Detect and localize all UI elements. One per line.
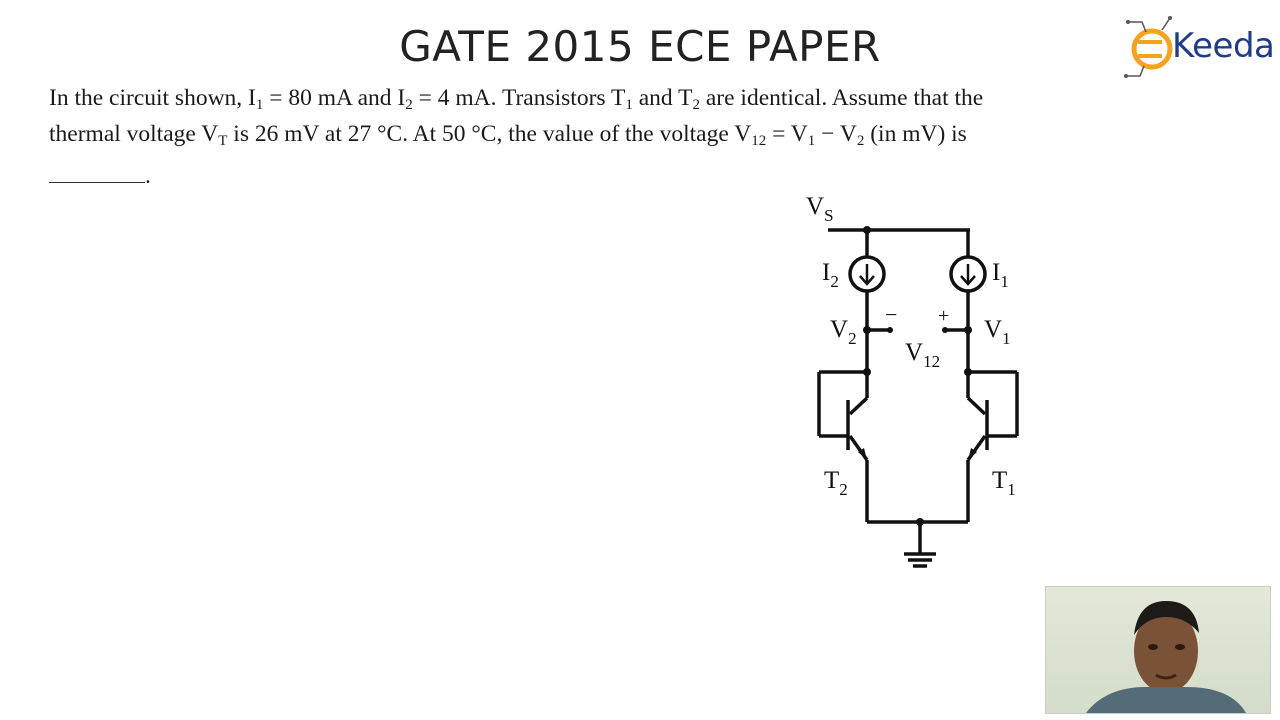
circuit-diagram: VS I2 I1 V2 V1 V12 − + T2 T1 — [806, 193, 1019, 568]
i1-label: I1 — [992, 259, 1009, 291]
i2-label: I2 — [822, 259, 839, 291]
v1-label: V1 — [984, 316, 1011, 348]
answer-blank — [49, 164, 145, 183]
question-line-2: thermal voltage VT is 26 mV at 27 °C. At… — [49, 121, 967, 149]
question-line-1: In the circuit shown, I1 = 80 mA and I2 … — [49, 85, 984, 113]
slide-title: GATE 2015 ECE PAPER — [399, 22, 881, 71]
t2-label: T2 — [824, 467, 848, 499]
question-text: In the circuit shown, I1 = 80 mA and I2 … — [49, 80, 1149, 194]
ekeeda-logo: Keeda — [1122, 12, 1275, 84]
v12-label: V12 — [905, 339, 940, 371]
presenter-icon — [1086, 601, 1246, 713]
minus-sign: − — [885, 302, 897, 327]
question-line-3: . — [49, 158, 1149, 194]
v2-label: V2 — [830, 316, 857, 348]
vs-label: VS — [806, 193, 834, 225]
t1-label: T1 — [992, 467, 1016, 499]
logo-mark-icon — [1124, 16, 1173, 78]
current-source-arrows — [859, 264, 976, 286]
presenter-webcam — [1045, 586, 1271, 714]
logo-text: Keeda — [1172, 26, 1275, 66]
plus-sign: + — [938, 305, 949, 327]
